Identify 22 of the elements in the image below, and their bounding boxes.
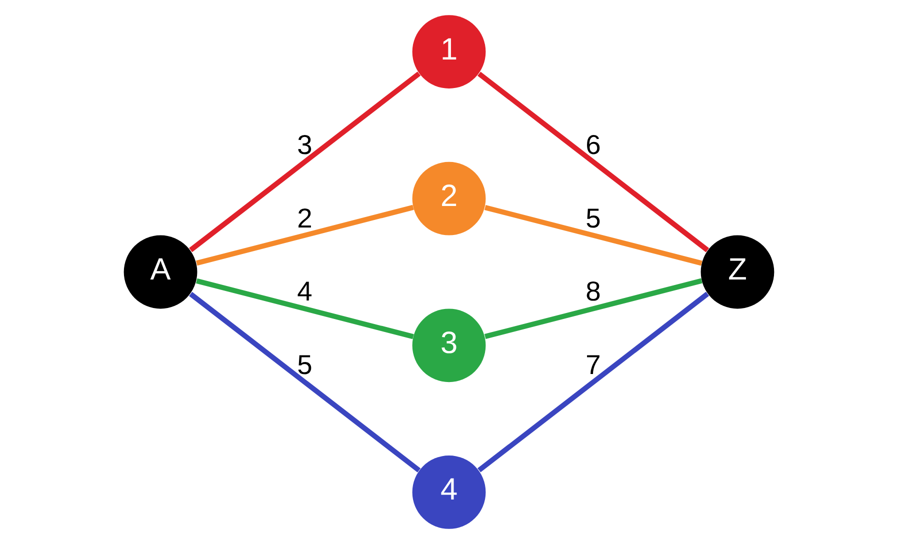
connector <box>195 278 414 340</box>
connector <box>477 72 709 252</box>
node-circle: 1 <box>412 15 486 88</box>
connector <box>188 292 420 472</box>
node-circle: Z <box>700 235 774 309</box>
edge-label: 7 <box>585 349 600 380</box>
edge-label: 4 <box>296 276 312 307</box>
connector <box>195 204 414 266</box>
node-circle: 4 <box>412 456 486 529</box>
edge-label: 2 <box>296 202 312 234</box>
node-circle: 3 <box>412 308 486 382</box>
connector <box>484 278 702 340</box>
node-circle: A <box>123 235 197 309</box>
edge-label: 3 <box>296 128 312 160</box>
connector <box>188 72 420 252</box>
edge-label: 8 <box>585 276 600 307</box>
edge-label: 6 <box>585 128 600 160</box>
connector <box>477 292 709 472</box>
edge-label: 5 <box>296 349 312 380</box>
edge-label: 5 <box>585 202 600 234</box>
connector <box>484 204 702 266</box>
node-circle: 2 <box>412 162 486 236</box>
